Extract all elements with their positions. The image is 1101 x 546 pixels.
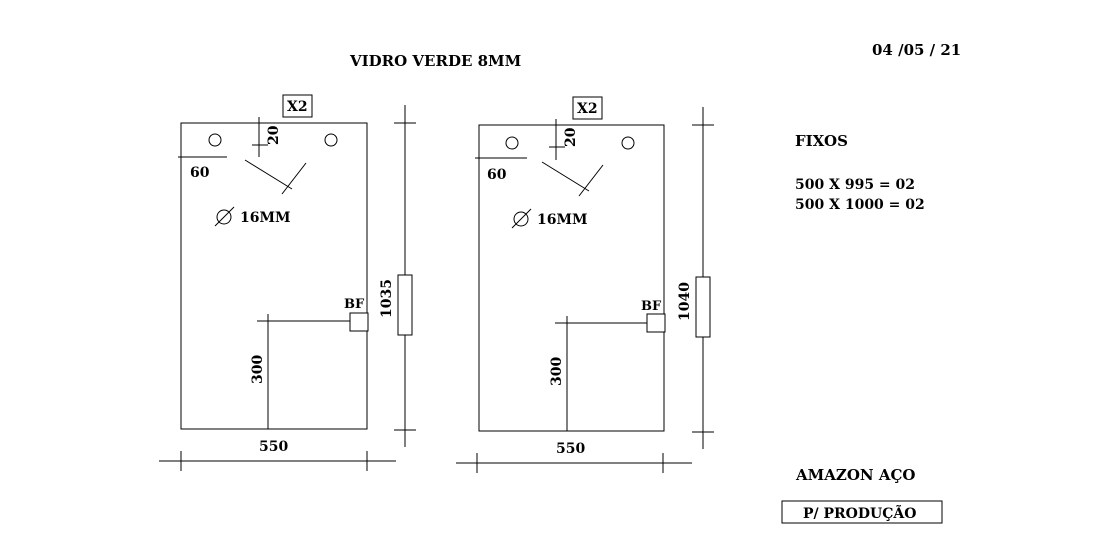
panel-outline xyxy=(180,122,368,430)
hole-leader xyxy=(541,161,590,192)
quantity-box xyxy=(572,96,603,120)
diameter-icon xyxy=(511,208,532,229)
fitting-label: BF xyxy=(344,297,365,312)
summary-heading: FIXOS xyxy=(795,132,848,150)
hole-right xyxy=(621,136,635,150)
panel-outline xyxy=(478,124,665,432)
hole-diameter-label: 16MM xyxy=(537,212,587,228)
quantity-box xyxy=(282,94,313,118)
width-label: 550 xyxy=(556,441,585,457)
height-label: 1035 xyxy=(379,279,395,318)
hole-left xyxy=(208,133,222,147)
production-stamp: P/ PRODUÇÃO xyxy=(803,503,916,522)
glass-panel-2: X2 60 20 16MM BF 300 1040 550 xyxy=(456,96,714,473)
drawing-title: VIDRO VERDE 8MM xyxy=(349,52,521,70)
hole-leader xyxy=(244,159,293,190)
dim-label-20: 20 xyxy=(266,125,282,145)
dim-label-20: 20 xyxy=(563,127,579,147)
fitting-label: BF xyxy=(641,299,662,314)
dim-label-60: 60 xyxy=(190,165,210,181)
production-stamp-box xyxy=(781,500,943,524)
fitting-height-label: 300 xyxy=(549,357,565,386)
client-name: AMAZON AÇO xyxy=(795,466,915,484)
quantity-label: X2 xyxy=(287,99,308,115)
summary-line-2: 500 X 1000 = 02 xyxy=(795,197,925,213)
fitting-height-label: 300 xyxy=(250,355,266,384)
hole-leader-tick xyxy=(281,162,307,195)
height-label: 1040 xyxy=(677,282,693,321)
hole-right xyxy=(324,133,338,147)
fitting-box xyxy=(349,312,369,332)
hole-leader-tick xyxy=(578,164,604,197)
diameter-icon xyxy=(214,206,235,227)
summary-line-1: 500 X 995 = 02 xyxy=(795,177,915,193)
dim-label-60: 60 xyxy=(487,167,507,183)
quantity-label: X2 xyxy=(577,101,598,117)
hole-left xyxy=(505,136,519,150)
hole-diameter-label: 16MM xyxy=(240,210,290,226)
drawing-date: 04 /05 / 21 xyxy=(872,41,961,59)
glass-panel-1: X2 60 20 16MM BF 300 1035 xyxy=(159,94,416,471)
fitting-box xyxy=(646,313,666,333)
width-label: 550 xyxy=(259,439,288,455)
